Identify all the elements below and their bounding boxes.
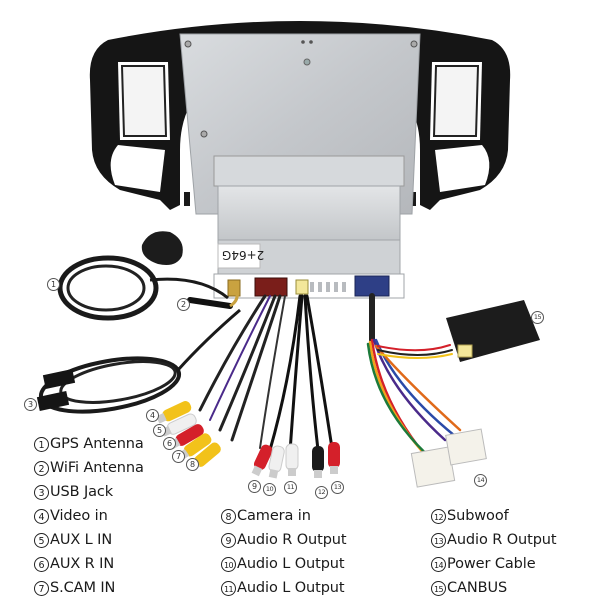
legend-label: Subwoof xyxy=(447,508,509,524)
legend-label: Audio R Output xyxy=(237,532,347,548)
memory-spec-label: 2+64G xyxy=(222,248,265,262)
main-unit-box xyxy=(213,155,405,299)
callout-marker-8: 8 xyxy=(186,458,199,471)
legend-label: AUX L IN xyxy=(50,532,113,548)
power-harness xyxy=(366,293,462,464)
legend-label: AUX R IN xyxy=(50,556,115,572)
callout-marker-5: 5 xyxy=(153,424,166,437)
number-badge-icon: 6 xyxy=(34,556,49,572)
number-badge-icon: 13 xyxy=(431,532,446,548)
legend-label: GPS Antenna xyxy=(50,436,144,452)
legend-label: CANBUS xyxy=(447,580,508,596)
legend-label: Video in xyxy=(50,508,108,524)
number-badge-icon: 1 xyxy=(34,436,49,452)
number-badge-icon: 15 xyxy=(431,580,446,596)
callout-marker-14: 14 xyxy=(474,474,487,487)
rca-harness xyxy=(198,294,334,454)
legend-label: Audio L Output xyxy=(237,556,345,572)
callout-marker-3: 3 xyxy=(24,398,37,411)
rca-connectors-bottom xyxy=(251,442,340,479)
callout-marker-7: 7 xyxy=(172,450,185,463)
legend-label: WiFi Antenna xyxy=(50,460,144,476)
callout-marker-12: 12 xyxy=(315,486,328,499)
usb-jack-cable xyxy=(36,308,241,414)
number-badge-icon: 2 xyxy=(34,460,49,476)
callout-marker-2: 2 xyxy=(177,298,190,311)
number-badge-icon: 9 xyxy=(221,532,236,548)
canbus-box xyxy=(446,300,540,362)
power-plugs xyxy=(410,428,487,488)
legend-label: S.CAM IN xyxy=(50,580,116,596)
legend-label: Audio R Output xyxy=(447,532,557,548)
number-badge-icon: 12 xyxy=(431,508,446,524)
number-badge-icon: 11 xyxy=(221,580,236,596)
callout-marker-11: 11 xyxy=(284,481,297,494)
callout-marker-10: 10 xyxy=(263,483,276,496)
number-badge-icon: 10 xyxy=(221,556,236,572)
legend-label: Camera in xyxy=(237,508,311,524)
callout-marker-1: 1 xyxy=(47,278,60,291)
callout-marker-4: 4 xyxy=(146,409,159,422)
number-badge-icon: 4 xyxy=(34,508,49,524)
legend-label: Audio L Output xyxy=(237,580,345,596)
number-badge-icon: 8 xyxy=(221,508,236,524)
legend-label: USB Jack xyxy=(50,484,114,500)
number-badge-icon: 7 xyxy=(34,580,49,596)
legend-label: Power Cable xyxy=(447,556,536,572)
callout-marker-15: 15 xyxy=(531,311,544,324)
number-badge-icon: 5 xyxy=(34,532,49,548)
number-badge-icon: 3 xyxy=(34,484,49,500)
callout-marker-9: 9 xyxy=(248,480,261,493)
gps-antenna xyxy=(57,231,229,321)
number-badge-icon: 14 xyxy=(431,556,446,572)
callout-marker-6: 6 xyxy=(163,437,176,450)
callout-marker-13: 13 xyxy=(331,481,344,494)
wifi-antenna xyxy=(187,289,239,309)
